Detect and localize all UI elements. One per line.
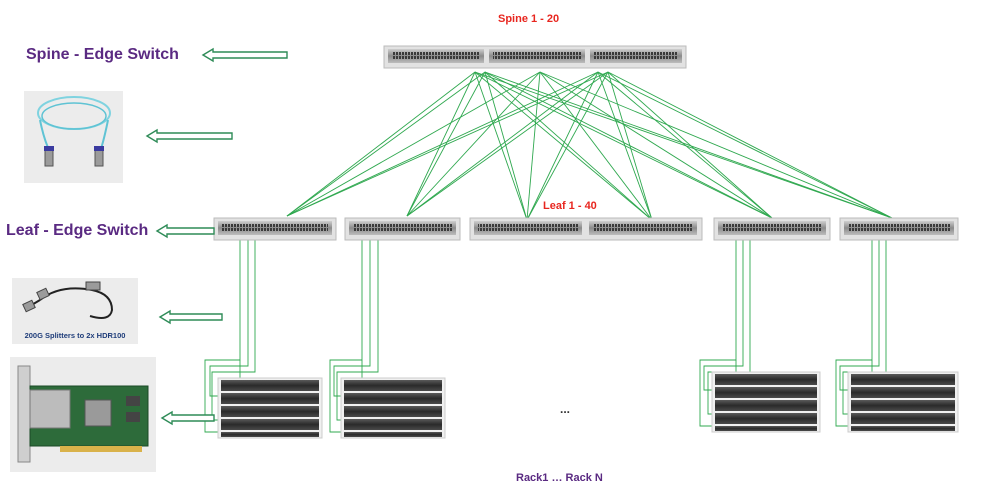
server-icon	[715, 374, 817, 385]
arrow-left-icon	[158, 309, 223, 325]
spine-switches	[383, 45, 687, 69]
server-icon	[221, 393, 319, 404]
arrow-left-icon	[201, 47, 288, 63]
spine-edge-label: Spine - Edge Switch	[26, 46, 179, 63]
server-icon	[851, 413, 955, 424]
server-icon	[221, 380, 319, 391]
rack-n	[847, 371, 959, 433]
spine-count-label: Spine 1 - 20	[498, 13, 560, 25]
server-icon	[221, 406, 319, 417]
leaf-count-label: Leaf 1 - 40	[543, 200, 597, 212]
splitter-cable-drawing	[22, 281, 114, 319]
splitter-caption: 200G Splitters to 2x HDR100	[24, 331, 126, 340]
arrow-left-icon	[160, 410, 215, 426]
racks-label: Rack1 … Rack N	[516, 472, 603, 484]
server-icon	[851, 400, 955, 411]
hca-card-drawing	[17, 365, 149, 463]
rack-1	[217, 377, 323, 439]
server-icon	[344, 419, 442, 430]
server-icon	[715, 400, 817, 411]
rack-n-1	[711, 371, 821, 433]
server-icon	[851, 387, 955, 398]
server-icon	[344, 393, 442, 404]
rack-ellipsis: ...	[560, 402, 571, 416]
server-icon	[715, 387, 817, 398]
server-icon	[221, 419, 319, 430]
server-icon	[344, 406, 442, 417]
arrow-left-icon	[155, 223, 215, 239]
leaf-edge-label: Leaf - Edge Switch	[6, 222, 149, 239]
spine-leaf-links	[286, 71, 893, 221]
leaf-switches	[213, 217, 959, 241]
arrow-left-icon	[145, 128, 233, 144]
server-icon	[344, 380, 442, 391]
server-icon	[715, 413, 817, 424]
aoc-cable-drawing	[37, 96, 111, 167]
pointer-arrows	[145, 47, 288, 426]
server-icon	[851, 374, 955, 385]
rack-2	[340, 377, 446, 439]
